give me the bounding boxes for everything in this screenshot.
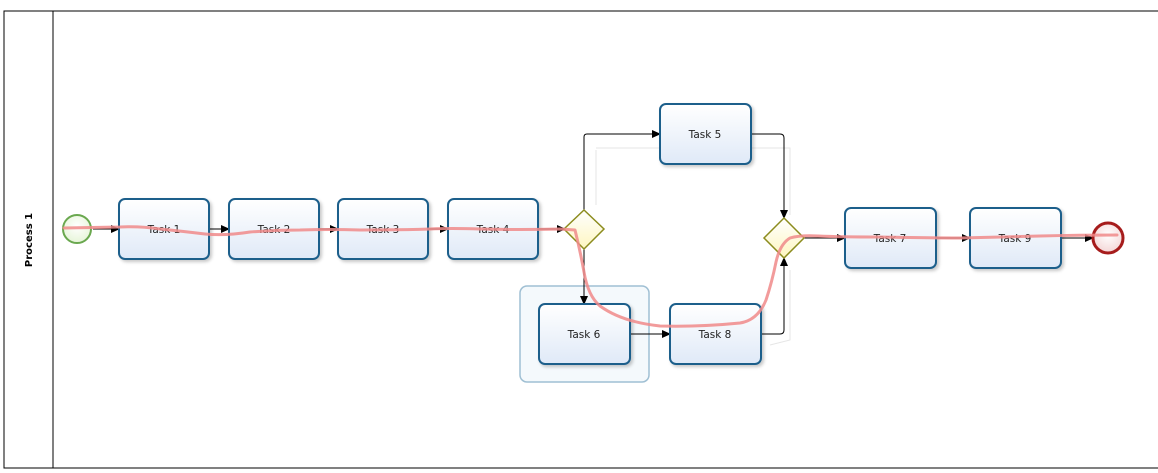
end-event[interactable] [1091,221,1125,255]
task-8-label: Task 8 [698,329,732,341]
exclusive-gateway-merge[interactable] [762,216,806,260]
task-5-label: Task 5 [688,129,722,141]
task-8[interactable]: Task 8 [669,303,762,365]
highlighted-path [62,225,1119,328]
exclusive-gateway-split[interactable] [562,208,606,251]
task-5-box [659,103,752,165]
pool-label: Process 1 [24,213,35,267]
flow-task8-gateway2 [761,257,788,335]
flow-gateway1-task5 [583,130,661,210]
flow-task5-gateway2 [751,133,788,219]
task-6-label: Task 6 [567,329,601,341]
task-7-label: Task 7 [873,233,907,245]
task-8-box [669,303,762,365]
task-5[interactable]: Task 5 [659,103,752,165]
task-6[interactable]: Task 6 [538,303,631,365]
task-6-box [538,303,631,365]
task-9-label: Task 9 [998,233,1032,245]
